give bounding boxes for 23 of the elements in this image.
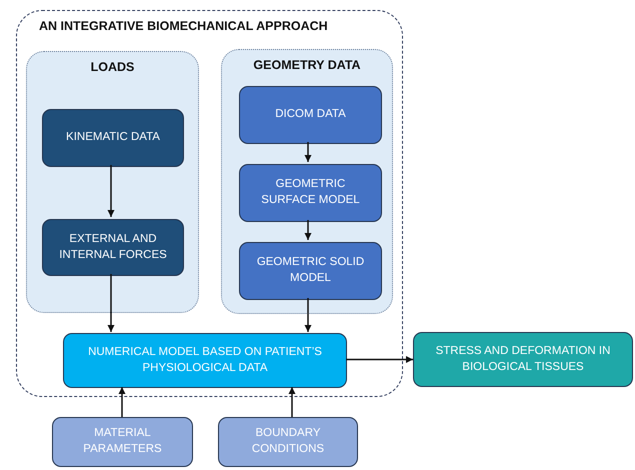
process-box: NUMERICAL MODEL BASED ON PATIENT’S PHYSIOLOGICAL DATA	[63, 333, 347, 388]
input-box: BOUNDARY CONDITIONS	[218, 417, 358, 467]
process-box: DICOM DATA	[239, 86, 382, 144]
process-box: GEOMETRIC SURFACE MODEL	[239, 164, 382, 222]
group-heading: AN INTEGRATIVE BIOMECHANICAL APPROACH	[39, 19, 328, 33]
arrow	[108, 274, 114, 332]
arrow	[288, 387, 296, 417]
process-box: KINEMATIC DATA	[42, 109, 184, 167]
arrow	[304, 220, 312, 240]
panel-heading: GEOMETRY DATA	[252, 58, 362, 72]
arrow	[346, 356, 413, 363]
panel-heading: LOADS	[90, 60, 136, 74]
input-box: MATERIAL PARAMETERS	[52, 417, 193, 467]
group-panel	[26, 51, 199, 313]
approach-container	[16, 10, 403, 397]
arrow	[304, 142, 312, 162]
arrow	[118, 387, 126, 417]
output-box: STRESS AND DEFORMATION IN BIOLOGICAL TISSUES	[413, 332, 633, 387]
process-box: EXTERNAL AND INTERNAL FORCES	[42, 219, 184, 276]
group-panel	[221, 49, 393, 314]
arrow	[108, 165, 114, 217]
process-box: GEOMETRIC SOLID MODEL	[239, 242, 382, 300]
arrow	[304, 298, 312, 332]
